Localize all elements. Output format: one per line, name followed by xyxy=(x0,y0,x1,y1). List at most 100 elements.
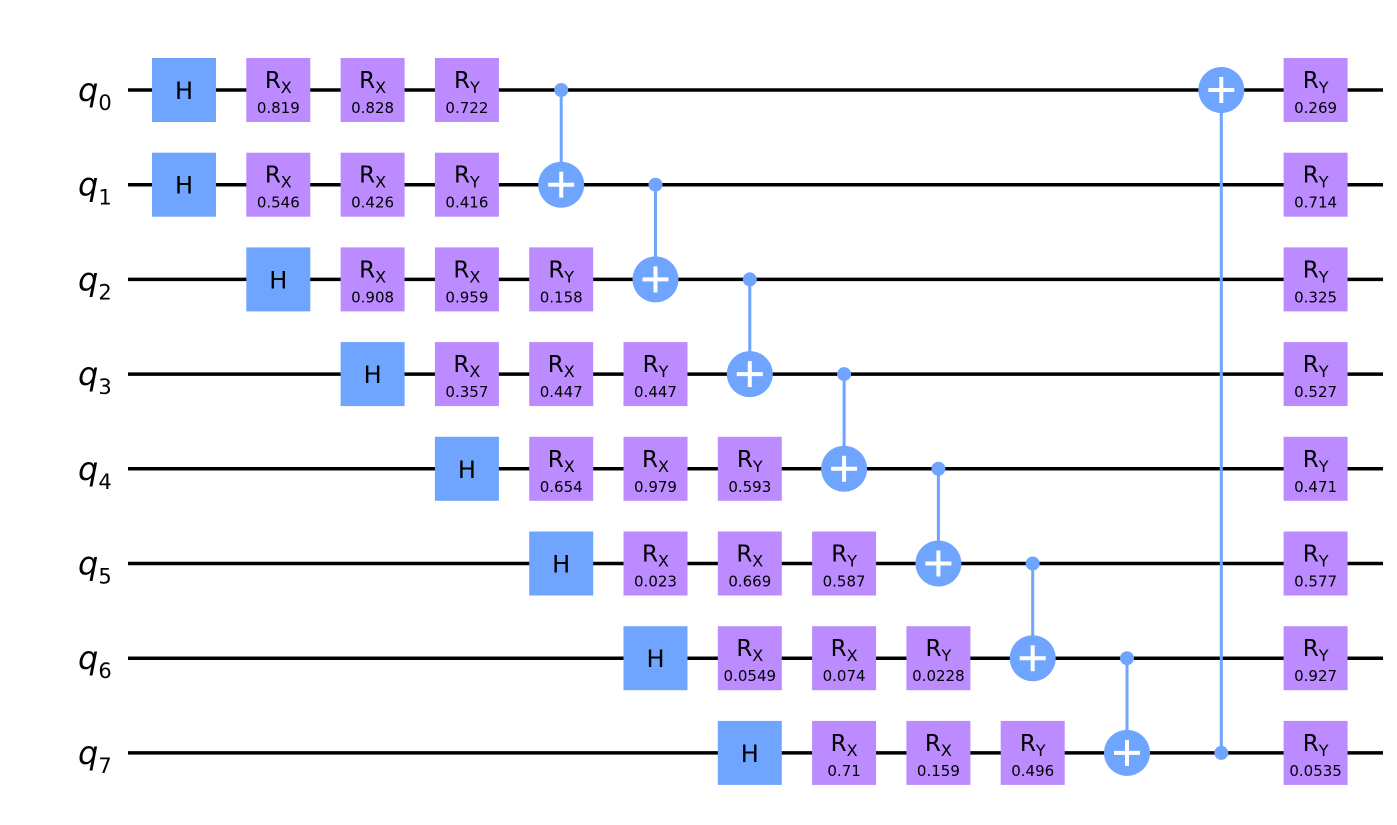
cnot-target xyxy=(538,161,585,208)
gate-box xyxy=(152,152,216,217)
gate-base: R xyxy=(548,257,564,283)
qubit-label-index: 5 xyxy=(98,565,111,589)
gate-label: RX xyxy=(453,352,480,381)
cnot-target xyxy=(1009,635,1056,682)
gate-label: RX xyxy=(831,731,858,760)
qubit-label-2: q2 xyxy=(78,260,112,304)
gate-box xyxy=(340,58,405,122)
gate-base: R xyxy=(831,731,847,757)
gate-label: RY xyxy=(1303,68,1329,97)
gate-base: R xyxy=(453,352,469,378)
gate-axis: X xyxy=(375,78,386,97)
rotation-gate-ry: RY0.587 xyxy=(812,531,877,596)
gate-param: 0.828 xyxy=(351,99,394,117)
cnot-gate xyxy=(1104,651,1150,776)
qubit-label-6: q6 xyxy=(78,639,112,683)
gate-axis: X xyxy=(469,362,480,381)
rotation-gate-rx: RX0.426 xyxy=(340,152,405,217)
gate-axis: Y xyxy=(1318,552,1329,571)
gate-base: R xyxy=(831,636,847,662)
gate-label: RY xyxy=(926,636,952,665)
gate-box xyxy=(152,58,216,122)
gate-box xyxy=(529,247,594,312)
gate-axis: X xyxy=(375,173,386,192)
cnot-control-dot xyxy=(648,177,663,192)
gate-base: R xyxy=(359,163,375,189)
cnot-gate xyxy=(821,367,868,492)
rotation-gate-ry: RY0.0228 xyxy=(906,626,971,691)
rotation-gate-rx: RX0.0549 xyxy=(717,626,782,691)
cnot-target xyxy=(1198,67,1245,113)
gate-base: R xyxy=(454,163,470,189)
gate-param: 0.669 xyxy=(728,573,771,591)
gate-label: RX xyxy=(642,542,669,571)
qubit-label-7: q7 xyxy=(78,734,112,778)
gate-box xyxy=(1000,720,1065,785)
gate-base: R xyxy=(736,542,752,568)
qubit-label-4: q4 xyxy=(78,450,112,494)
gate-box xyxy=(529,342,594,407)
cnot-gate xyxy=(915,461,962,587)
gate-box xyxy=(717,626,782,691)
gate-label: H xyxy=(741,740,759,768)
gate-box xyxy=(812,531,877,596)
gate-label: RY xyxy=(737,447,763,476)
gate-box xyxy=(1283,626,1348,691)
gate-label: H xyxy=(175,77,193,105)
qubit-label-letter: q xyxy=(78,639,98,677)
rotation-gate-ry: RY0.471 xyxy=(1283,436,1348,501)
cnot-gate xyxy=(538,83,585,208)
qubit-label-0: q0 xyxy=(78,71,112,115)
gate-box xyxy=(623,342,688,407)
rotation-gate-rx: RX0.159 xyxy=(906,720,971,785)
gate-box xyxy=(434,247,499,312)
qubit-label-index: 3 xyxy=(98,375,111,399)
qubit-label-index: 1 xyxy=(98,186,111,210)
gate-axis: X xyxy=(564,362,575,381)
gate-base: R xyxy=(925,731,941,757)
gate-axis: Y xyxy=(1318,362,1329,381)
gate-axis: Y xyxy=(1318,173,1329,192)
gate-box xyxy=(906,720,971,785)
cnot-target xyxy=(915,540,962,587)
hadamard-gate: H xyxy=(717,720,782,785)
gate-base: R xyxy=(643,352,659,378)
cnot-control-dot xyxy=(1025,556,1040,571)
gate-box xyxy=(812,720,877,785)
cnot-gate xyxy=(632,177,679,303)
gate-axis: X xyxy=(847,646,858,665)
gate-param: 0.546 xyxy=(257,194,300,212)
gate-param: 0.959 xyxy=(445,288,488,306)
gate-base: R xyxy=(453,257,469,283)
gate-axis: X xyxy=(941,741,952,760)
gate-base: R xyxy=(736,636,752,662)
gate-param: 0.527 xyxy=(1294,383,1337,401)
qubit-label-letter: q xyxy=(78,355,98,393)
gate-box xyxy=(717,531,782,596)
gate-param: 0.357 xyxy=(445,383,488,401)
gate-label: RY xyxy=(1303,352,1329,381)
hadamard-gate: H xyxy=(152,152,216,217)
qubit-label-letter: q xyxy=(78,734,98,772)
rotation-gate-ry: RY 0.527 xyxy=(1283,342,1348,407)
gate-axis: Y xyxy=(1318,78,1329,97)
gate-label: H xyxy=(646,645,664,673)
rotation-gate-ry: RY0.158 xyxy=(529,247,594,312)
gate-label: RX xyxy=(736,636,763,665)
cnot-control-dot xyxy=(1214,745,1229,760)
rotation-gate-ry: RY0.714 xyxy=(1283,152,1348,217)
qubit-label-index: 0 xyxy=(98,91,111,115)
cnot-gates xyxy=(538,67,1245,776)
gate-base: R xyxy=(1303,542,1319,568)
gate-base: R xyxy=(1303,163,1319,189)
gate-label: RX xyxy=(548,352,575,381)
gate-label: H xyxy=(552,551,570,579)
gate-axis: X xyxy=(658,457,669,476)
hadamard-gate: H xyxy=(246,247,311,312)
hadamard-gate: H xyxy=(529,531,594,596)
gate-axis: Y xyxy=(469,78,480,97)
gate-base: R xyxy=(1303,636,1319,662)
